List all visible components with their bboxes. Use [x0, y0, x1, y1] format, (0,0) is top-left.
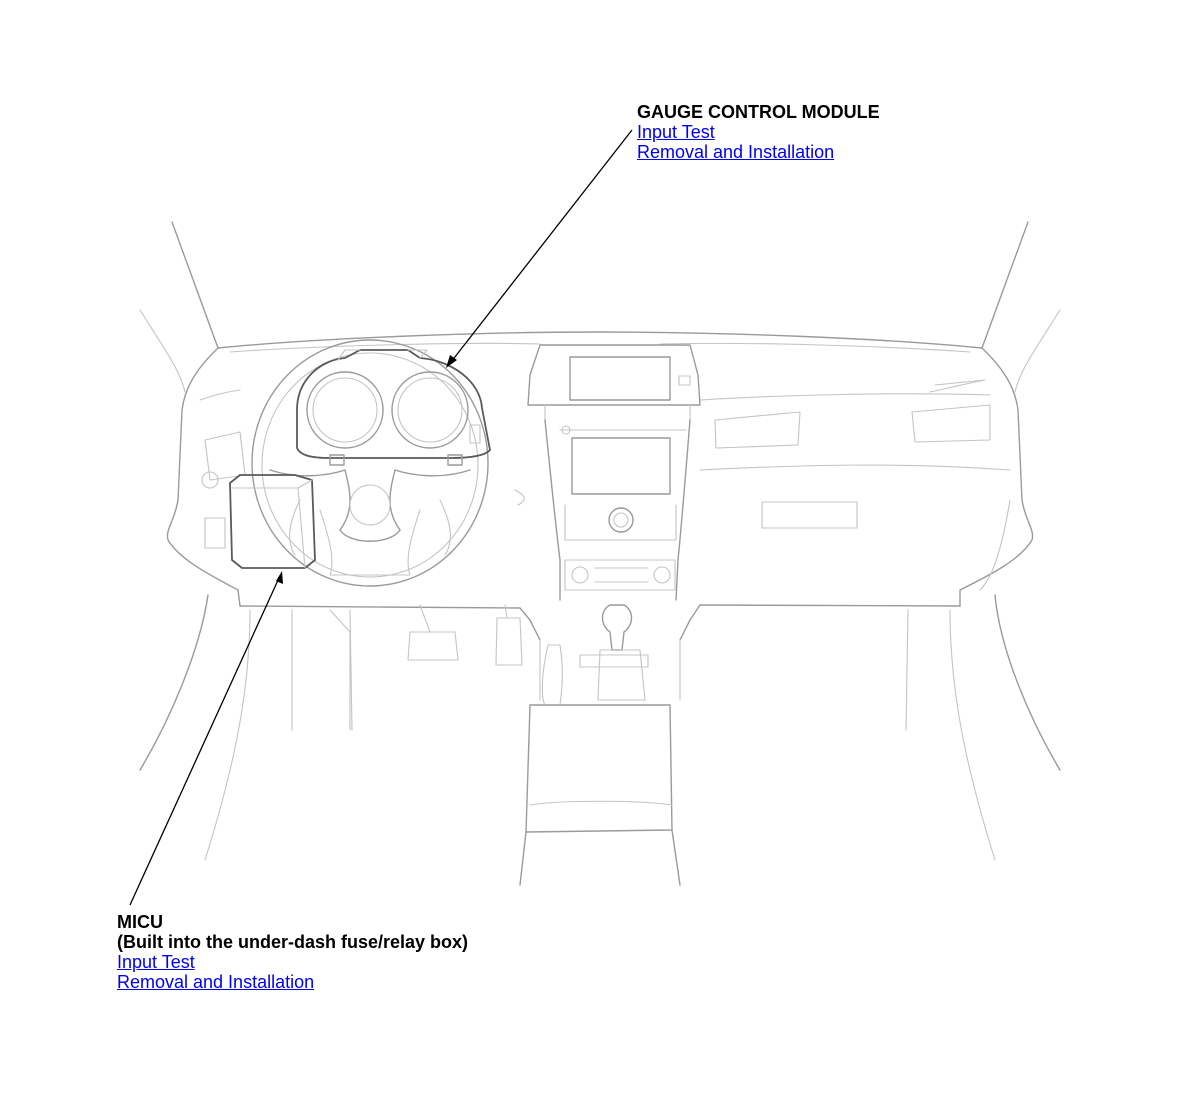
steering-wheel	[251, 339, 489, 587]
micu-callout: MICU (Built into the under-dash fuse/rel…	[117, 912, 468, 992]
micu-box	[229, 474, 316, 569]
gcm-leader-line	[450, 129, 633, 363]
gcm-removal-installation-link[interactable]: Removal and Installation	[637, 142, 835, 162]
gcm-arrowhead	[446, 355, 457, 368]
gcm-input-test-link[interactable]: Input Test	[637, 122, 715, 142]
gauge-control-module-callout: GAUGE CONTROL MODULE Input Test Removal …	[637, 102, 880, 162]
center-armrest	[525, 704, 673, 833]
lower-display	[571, 437, 671, 495]
speedometer-dial	[306, 371, 384, 449]
micu-leader-line	[129, 577, 280, 906]
gcm-title: GAUGE CONTROL MODULE	[637, 102, 880, 122]
micu-subtitle: (Built into the under-dash fuse/relay bo…	[117, 932, 469, 952]
micu-arrowhead	[276, 571, 283, 584]
dashboard-top	[217, 331, 983, 349]
upper-display	[569, 356, 671, 401]
dashboard-outline	[139, 221, 1061, 886]
micu-title: MICU	[117, 912, 163, 932]
leader-lines	[129, 129, 633, 906]
screen-housing	[527, 344, 701, 406]
micu-input-test-link[interactable]: Input Test	[117, 952, 195, 972]
right-a-pillar	[981, 221, 1029, 349]
left-a-pillar	[171, 221, 219, 349]
gauge-cluster-hood	[296, 349, 491, 459]
gear-shifter	[601, 604, 633, 651]
micu-removal-installation-link[interactable]: Removal and Installation	[117, 972, 315, 992]
tachometer-dial	[391, 371, 469, 449]
